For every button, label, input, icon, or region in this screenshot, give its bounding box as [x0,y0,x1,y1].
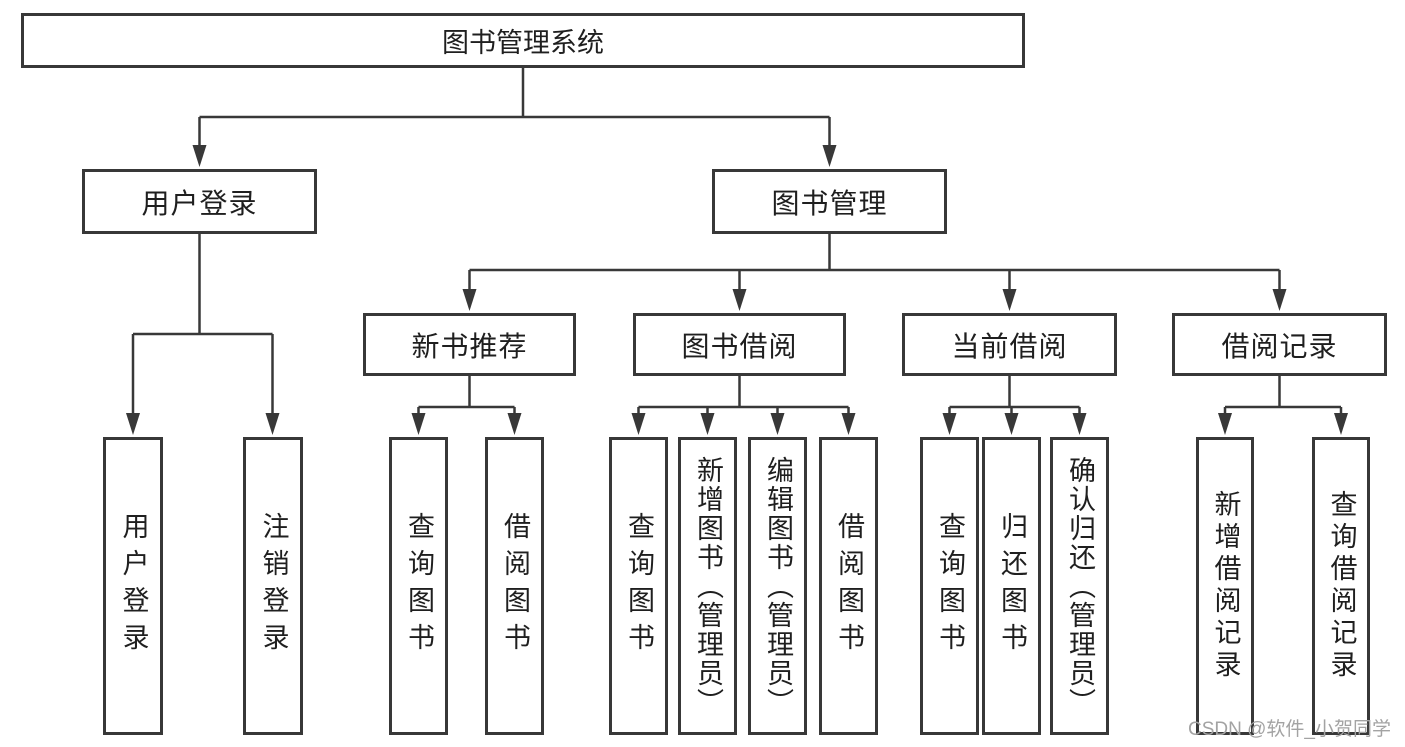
leaf-add-book-admin: 新增图书（管理员） [678,437,737,735]
node-library-system-label: 图书管理系统 [442,28,604,58]
leaf-add-borrow-record: 新增借阅记录 [1196,437,1254,735]
node-book-borrowing: 图书借阅 [633,313,846,376]
node-user-login-label: 用户登录 [141,187,258,219]
leaf-query-books-recommend: 查询图书 [389,437,448,735]
node-current-borrowing: 当前借阅 [902,313,1117,376]
leaf-return-books: 归还图书 [982,437,1041,735]
leaf-edit-book-admin: 编辑图书（管理员） [748,437,807,735]
node-book-management-label: 图书管理 [771,187,888,219]
node-new-book-recommend: 新书推荐 [363,313,576,376]
leaf-logout-login: 注销登录 [243,437,303,735]
node-current-borrowing-label: 当前借阅 [951,330,1068,362]
node-borrowing-records-label: 借阅记录 [1221,330,1338,362]
leaf-confirm-return-admin: 确认归还（管理员） [1050,437,1109,735]
leaf-borrow-books-borrowing: 借阅图书 [819,437,878,735]
node-user-login: 用户登录 [82,169,317,234]
leaf-user-login: 用户登录 [103,437,163,735]
node-book-management: 图书管理 [712,169,947,234]
node-library-system: 图书管理系统 [21,13,1025,68]
leaf-query-borrow-record: 查询借阅记录 [1312,437,1370,735]
leaf-query-books-current: 查询图书 [920,437,979,735]
node-borrowing-records: 借阅记录 [1172,313,1387,376]
node-book-borrowing-label: 图书借阅 [681,330,798,362]
csdn-watermark: CSDN @软件_小贺同学 [1188,719,1391,740]
leaf-query-books-borrowing: 查询图书 [609,437,668,735]
node-new-book-recommend-label: 新书推荐 [411,330,528,362]
leaf-borrow-books-recommend: 借阅图书 [485,437,544,735]
